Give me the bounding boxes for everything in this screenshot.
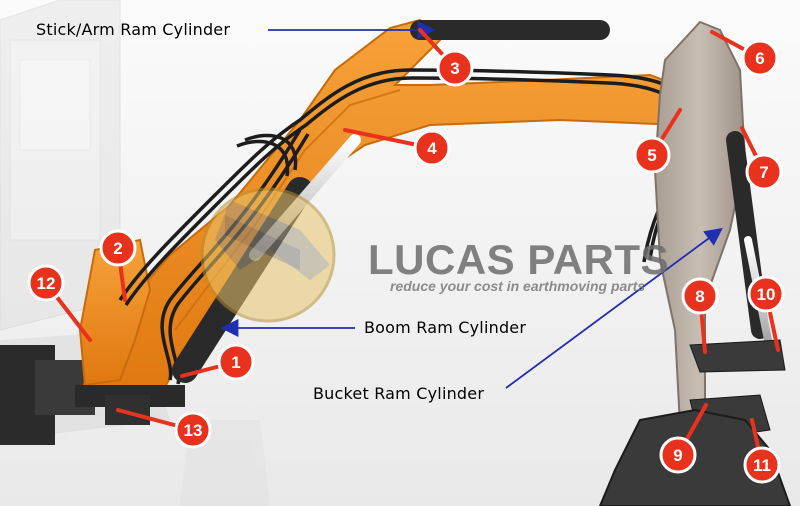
marker-1: 1 xyxy=(180,343,255,381)
boom-cylinder-label: Boom Ram Cylinder xyxy=(364,318,527,337)
marker-circle xyxy=(27,264,65,302)
marker-number: 2 xyxy=(113,239,122,258)
marker-3: 3 xyxy=(418,28,474,87)
marker-circle xyxy=(174,411,212,449)
marker-9: 9 xyxy=(659,403,708,474)
marker-number: 5 xyxy=(647,146,656,165)
marker-number: 11 xyxy=(753,456,771,475)
marker-number: 10 xyxy=(757,285,776,304)
marker-circle xyxy=(633,136,671,174)
stick-ram-cylinder xyxy=(410,20,705,41)
marker-number: 8 xyxy=(695,287,704,306)
logo-watermark xyxy=(200,187,336,323)
marker-7: 7 xyxy=(740,126,783,191)
marker-8: 8 xyxy=(681,277,719,354)
marker-5: 5 xyxy=(633,108,682,174)
marker-number: 4 xyxy=(427,139,437,158)
marker-number: 1 xyxy=(231,353,240,372)
watermark-subtitle: reduce your cost in earthmoving parts xyxy=(390,278,646,294)
marker-circle xyxy=(741,39,779,77)
marker-4: 4 xyxy=(343,128,451,167)
marker-circle xyxy=(659,436,697,474)
marker-number: 9 xyxy=(673,446,682,465)
stick-arm-cylinder-label: Stick/Arm Ram Cylinder xyxy=(36,20,231,39)
marker-number: 7 xyxy=(759,163,768,182)
marker-10: 10 xyxy=(747,275,785,352)
marker-circle xyxy=(747,275,785,313)
marker-number: 12 xyxy=(37,274,56,293)
marker-circle xyxy=(681,277,719,315)
marker-circle xyxy=(436,49,474,87)
marker-circle xyxy=(217,343,255,381)
marker-number: 6 xyxy=(755,49,764,68)
marker-12: 12 xyxy=(27,264,92,342)
marker-11: 11 xyxy=(743,418,781,484)
marker-circle xyxy=(413,129,451,167)
bucket-arrow xyxy=(505,227,723,389)
marker-6: 6 xyxy=(710,30,779,77)
marker-2: 2 xyxy=(99,229,137,302)
watermark-title: LUCAS PARTS xyxy=(368,236,670,283)
swing-cylinder xyxy=(40,395,150,425)
marker-circle xyxy=(99,229,137,267)
marker-13: 13 xyxy=(116,408,212,449)
bucket-cylinder-label: Bucket Ram Cylinder xyxy=(313,384,485,403)
marker-circle xyxy=(743,446,781,484)
boom-foot xyxy=(78,238,152,387)
marker-number: 13 xyxy=(184,421,203,440)
callout-arrows xyxy=(220,21,723,389)
marker-number: 3 xyxy=(450,59,459,78)
marker-circle xyxy=(745,153,783,191)
